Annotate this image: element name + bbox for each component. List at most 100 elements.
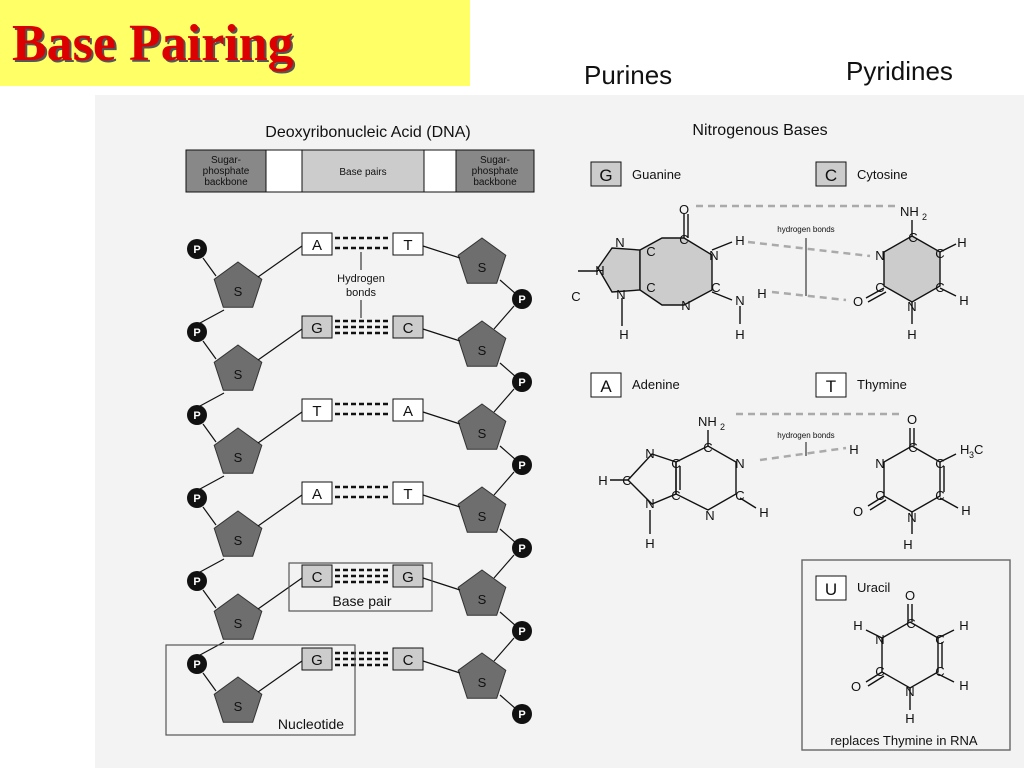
uracil-letter-box: [815, 575, 847, 601]
sugar-right: S: [457, 569, 507, 616]
svg-text:H: H: [849, 442, 858, 457]
hydrogen-bond-lines: [335, 402, 390, 416]
svg-text:H: H: [903, 537, 912, 552]
sugar-label: S: [234, 284, 243, 299]
base-left: G: [301, 315, 333, 339]
phosphate-left: P: [187, 405, 207, 425]
phosphate-left: P: [187, 488, 207, 508]
base-right: G: [392, 564, 424, 588]
phosphate-label: P: [518, 543, 525, 555]
phosphate-label: P: [193, 327, 200, 339]
base-right-letter: C: [403, 652, 414, 669]
adenine-atoms: NH 2 C N C N H C C C N N H H: [598, 414, 768, 551]
svg-text:2: 2: [922, 212, 927, 222]
legend-right-line3: backbone: [473, 177, 517, 188]
svg-text:C: C: [935, 632, 944, 647]
legend-right-line2: phosphate: [472, 166, 519, 177]
base-right-letter: T: [403, 486, 412, 503]
guanine-name: Guanine: [632, 167, 681, 182]
guanine-letter-box: [590, 161, 622, 187]
sugar-left: S: [213, 510, 263, 557]
base-left-letter: A: [312, 486, 322, 503]
nucleotide-callout: [165, 644, 356, 736]
svg-text:3: 3: [969, 450, 974, 460]
phosphate-right: P: [512, 704, 532, 724]
base-pair-row: P S A T S P: [187, 481, 532, 579]
svg-text:H: H: [853, 618, 862, 633]
svg-text:H: H: [907, 327, 916, 342]
legend-right-line1: Sugar-: [480, 155, 510, 166]
dna-legend-bar: Sugar- phosphate backbone Base pairs Sug…: [185, 149, 535, 193]
sugar-label: S: [234, 367, 243, 382]
svg-text:C: C: [908, 440, 917, 455]
base-right: T: [392, 232, 424, 256]
svg-text:H: H: [619, 327, 628, 342]
phosphate-label: P: [193, 493, 200, 505]
uracil-structure: [865, 604, 955, 710]
phosphate-right: P: [512, 372, 532, 392]
phosphate-right: P: [512, 538, 532, 558]
phosphate-label: P: [193, 410, 200, 422]
svg-text:O: O: [851, 679, 861, 694]
base-right-letter: G: [402, 569, 414, 586]
svg-text:C: C: [671, 456, 680, 471]
svg-text:C: C: [935, 456, 944, 471]
adenine-letter: A: [600, 377, 612, 396]
base-left-letter: G: [311, 652, 323, 669]
phosphate-right: P: [512, 289, 532, 309]
hydrogen-bond-lines: [335, 651, 390, 667]
svg-text:NH: NH: [900, 204, 919, 219]
svg-text:O: O: [679, 202, 689, 217]
svg-text:C: C: [935, 280, 944, 295]
base-left: C: [301, 564, 333, 588]
svg-text:C: C: [646, 280, 655, 295]
base-right: T: [392, 481, 424, 505]
phosphate-left: P: [187, 571, 207, 591]
sugar-label: S: [234, 616, 243, 631]
phosphate-left: P: [187, 322, 207, 342]
svg-text:N: N: [681, 298, 690, 313]
legend-left-line1: Sugar-: [211, 155, 241, 166]
base-right: C: [392, 647, 424, 671]
base-left-letter: A: [312, 237, 322, 254]
sugar-label: S: [478, 260, 487, 275]
svg-text:H: H: [960, 442, 969, 457]
at-hydrogen-bonds-label: hydrogen bonds: [777, 431, 834, 440]
base-left: A: [301, 481, 333, 505]
sugar-right: S: [457, 237, 507, 284]
svg-text:N: N: [709, 248, 718, 263]
adenine-structure: [610, 430, 757, 534]
guanine-letter: G: [599, 166, 612, 185]
svg-text:N: N: [645, 446, 654, 461]
svg-text:H: H: [735, 233, 744, 248]
svg-text:H: H: [959, 678, 968, 693]
svg-text:H: H: [961, 503, 970, 518]
cytosine-letter-box: [815, 161, 847, 187]
hydrogen-bond-lines: [335, 568, 390, 584]
sugar-label: S: [478, 509, 487, 524]
svg-text:O: O: [853, 294, 863, 309]
bases-title: Nitrogenous Bases: [692, 122, 827, 139]
guanine-atoms: O N C C N H H C C N N N H H H C: [571, 202, 766, 342]
phosphate-label: P: [518, 460, 525, 472]
phosphate-label: P: [193, 244, 200, 256]
base-right-letter: T: [403, 237, 412, 254]
svg-text:N: N: [615, 235, 624, 250]
gc-hydrogen-bonds: [696, 204, 898, 302]
svg-text:C: C: [974, 442, 983, 457]
legend-left-line2: phosphate: [203, 166, 250, 177]
svg-text:N: N: [875, 456, 884, 471]
thymine-letter-box: [815, 372, 847, 398]
cytosine-name: Cytosine: [857, 167, 908, 182]
pyridines-header: Pyridines: [846, 56, 953, 86]
base-right-letter: A: [403, 403, 413, 420]
sugar-right: S: [457, 320, 507, 367]
phosphate-left: P: [187, 654, 207, 674]
uracil-note: replaces Thymine in RNA: [830, 733, 977, 748]
svg-text:H: H: [905, 711, 914, 726]
base-left-letter: T: [312, 403, 321, 420]
sugar-label: S: [234, 699, 243, 714]
